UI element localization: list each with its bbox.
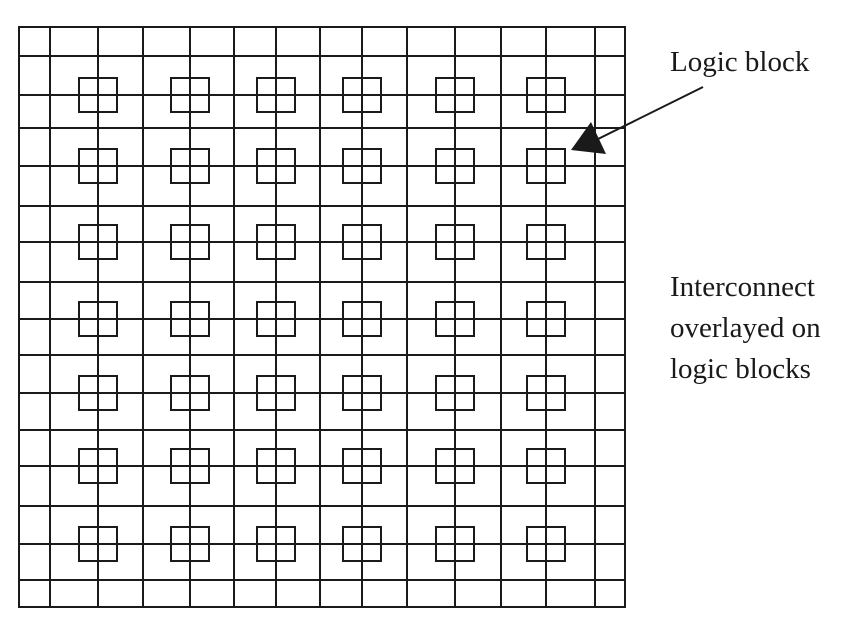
logic-block [342,448,382,484]
logic-block-pointer [571,86,704,154]
logic-block [256,224,296,260]
logic-block [170,77,210,113]
logic-block [342,526,382,562]
logic-block [170,224,210,260]
logic-block [256,526,296,562]
logic-block [526,301,566,337]
logic-block [78,526,118,562]
logic-block [342,224,382,260]
logic-block [256,448,296,484]
logic-block [170,526,210,562]
logic-block [78,224,118,260]
logic-block [256,148,296,184]
logic-block [526,148,566,184]
logic-block [170,148,210,184]
logic-block-array [78,77,566,562]
logic-block [435,224,475,260]
logic-block [526,526,566,562]
logic-block [78,301,118,337]
interconnect-label: Interconnect overlayed on logic blocks [670,267,821,390]
logic-block [256,375,296,411]
logic-block [435,148,475,184]
interconnect-label-line-2: overlayed on [670,312,821,344]
logic-block [526,448,566,484]
logic-block [526,77,566,113]
logic-block [435,301,475,337]
pointer-arrow-shaft [591,86,704,143]
logic-block [256,301,296,337]
logic-block [526,375,566,411]
interconnect-label-line-1: Interconnect [670,271,815,303]
logic-block [78,448,118,484]
logic-block [435,526,475,562]
logic-block [256,77,296,113]
logic-block [342,301,382,337]
interconnect-grid [18,26,626,608]
logic-block [342,148,382,184]
logic-block [78,375,118,411]
interconnect-label-line-3: logic blocks [670,353,811,385]
logic-block [342,375,382,411]
logic-block [170,301,210,337]
pointer-arrowhead [571,122,606,154]
logic-block [170,448,210,484]
logic-block [435,375,475,411]
logic-block [78,148,118,184]
logic-block [526,224,566,260]
logic-block [435,77,475,113]
logic-block [435,448,475,484]
logic-block-label: Logic block [670,46,810,78]
logic-block [170,375,210,411]
logic-block [78,77,118,113]
logic-block [342,77,382,113]
